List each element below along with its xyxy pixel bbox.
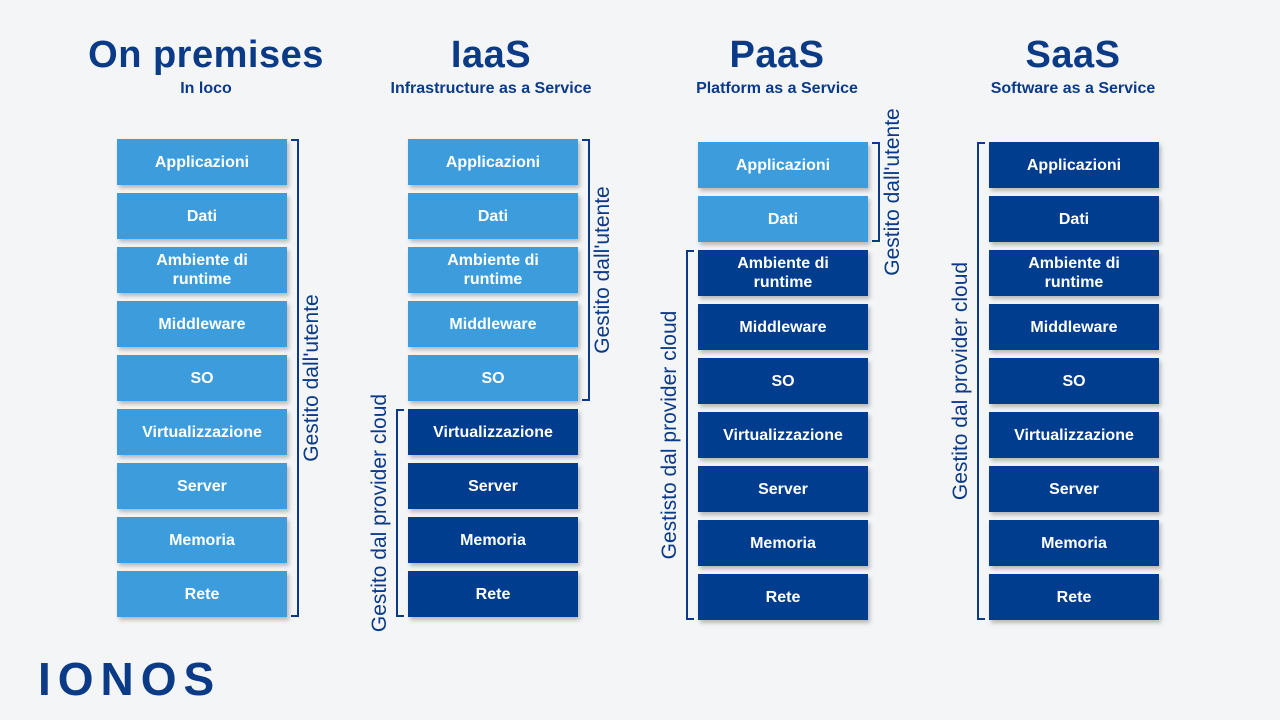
layer-server: Server	[698, 466, 868, 512]
provider-managed-bracket	[396, 409, 404, 617]
user-managed-label: Gestito dall'utente	[881, 108, 904, 276]
provider-managed-label: Gestito dal provider cloud	[368, 393, 391, 633]
user-managed-bracket	[872, 142, 880, 242]
layer-applicazioni: Applicazioni	[117, 139, 287, 185]
layer-memoria: Memoria	[408, 517, 578, 563]
layer-rete: Rete	[408, 571, 578, 617]
layer-virtualizzazione: Virtualizzazione	[698, 412, 868, 458]
layer-server: Server	[989, 466, 1159, 512]
layer-virtualizzazione: Virtualizzazione	[117, 409, 287, 455]
layer-ambiente-di-runtime: Ambiente di runtime	[117, 247, 287, 293]
layer-so: SO	[989, 358, 1159, 404]
layer-applicazioni: Applicazioni	[989, 142, 1159, 188]
column-subtitle: Software as a Service	[990, 80, 1156, 97]
provider-managed-bracket	[977, 142, 985, 620]
layer-rete: Rete	[117, 571, 287, 617]
layer-middleware: Middleware	[117, 301, 287, 347]
column-title: SaaS	[1025, 34, 1121, 76]
provider-managed-bracket	[686, 250, 694, 620]
layer-server: Server	[117, 463, 287, 509]
column-subtitle: Platform as a Service	[696, 80, 858, 97]
column-subtitle: Infrastructure as a Service	[390, 80, 592, 97]
layer-so: SO	[117, 355, 287, 401]
layer-so: SO	[408, 355, 578, 401]
user-managed-bracket	[582, 139, 590, 401]
layer-applicazioni: Applicazioni	[408, 139, 578, 185]
layer-dati: Dati	[117, 193, 287, 239]
column-subtitle: In loco	[180, 80, 232, 97]
layer-ambiente-di-runtime: Ambiente di runtime	[698, 250, 868, 296]
layer-memoria: Memoria	[989, 520, 1159, 566]
user-managed-bracket	[291, 139, 299, 617]
layer-applicazioni: Applicazioni	[698, 142, 868, 188]
layer-middleware: Middleware	[989, 304, 1159, 350]
layer-dati: Dati	[989, 196, 1159, 242]
layer-virtualizzazione: Virtualizzazione	[408, 409, 578, 455]
layer-dati: Dati	[698, 196, 868, 242]
column-title: On premises	[88, 34, 324, 76]
layer-middleware: Middleware	[408, 301, 578, 347]
layer-server: Server	[408, 463, 578, 509]
provider-managed-label: Gestisto dal provider cloud	[658, 310, 681, 560]
layer-ambiente-di-runtime: Ambiente di runtime	[408, 247, 578, 293]
provider-managed-label: Gestito dal provider cloud	[949, 261, 972, 501]
layer-virtualizzazione: Virtualizzazione	[989, 412, 1159, 458]
layer-so: SO	[698, 358, 868, 404]
layer-middleware: Middleware	[698, 304, 868, 350]
user-managed-label: Gestito dall'utente	[300, 294, 323, 462]
layer-rete: Rete	[698, 574, 868, 620]
layer-ambiente-di-runtime: Ambiente di runtime	[989, 250, 1159, 296]
column-title: PaaS	[729, 34, 825, 76]
user-managed-label: Gestito dall'utente	[591, 186, 614, 354]
layer-dati: Dati	[408, 193, 578, 239]
layer-rete: Rete	[989, 574, 1159, 620]
ionos-logo: IONOS	[38, 653, 222, 705]
layer-memoria: Memoria	[698, 520, 868, 566]
layer-memoria: Memoria	[117, 517, 287, 563]
column-title: IaaS	[450, 34, 532, 76]
